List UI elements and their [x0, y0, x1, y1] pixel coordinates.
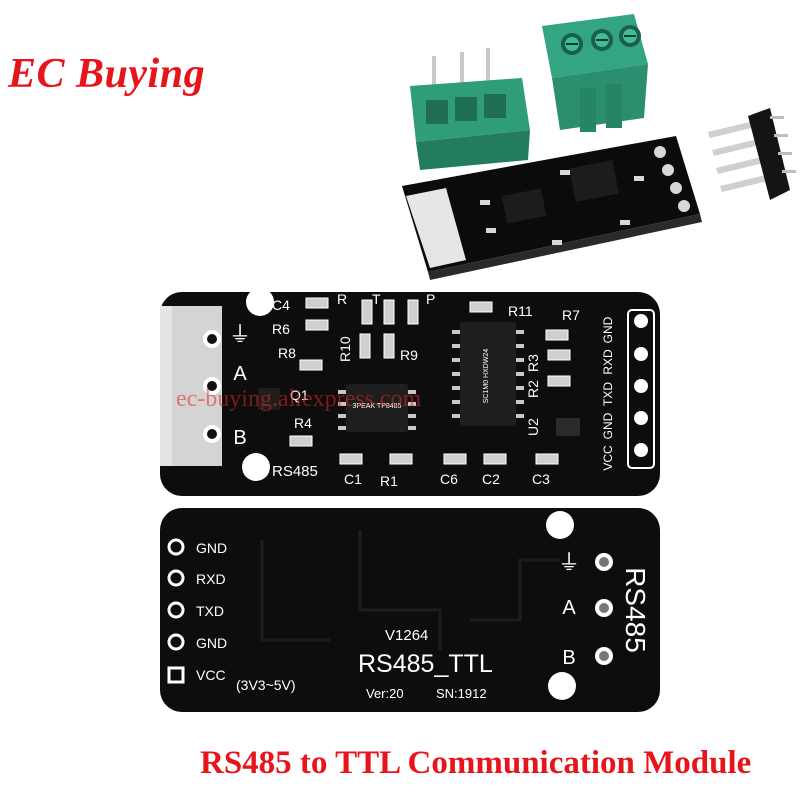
label-r6: R6: [272, 321, 290, 337]
label-c3: C3: [532, 471, 550, 487]
chip-u1: [346, 384, 408, 432]
back-pin-vcc: VCC: [196, 667, 226, 683]
front-label-b: B: [233, 427, 246, 449]
chip-u2: [460, 322, 516, 426]
label-r3: R3: [525, 354, 541, 372]
label-c1: C1: [344, 471, 362, 487]
small-pcb-photo: [402, 136, 702, 280]
label-p: P: [426, 291, 435, 307]
brand-logo: EC Buying: [8, 51, 206, 97]
label-r11: R11: [508, 303, 533, 319]
back-ground-symbol: ⏚: [558, 550, 580, 575]
pin-header: [708, 108, 796, 200]
back-label-a: A: [562, 597, 576, 619]
back-pin-txd: TXD: [196, 603, 224, 619]
watermark: ec-buying.aliexpress.com: [176, 386, 422, 412]
terminal-block-female: [542, 14, 648, 132]
ic-small: [556, 418, 580, 436]
terminal-block-male: [410, 48, 530, 170]
back-side-title: RS485: [620, 567, 651, 653]
front-pin-rxd: RXD: [601, 349, 615, 375]
label-c2: C2: [482, 471, 500, 487]
back-pin-gnd-1: GND: [196, 540, 227, 556]
label-r2: R2: [525, 380, 541, 398]
front-board: 3PEAK TP8485 SC1M0 HXDW24 ⏚ A: [160, 288, 660, 496]
front-label-a: A: [233, 363, 247, 385]
label-r4: R4: [294, 415, 312, 431]
back-board: GND RXD TXD GND VCC (3V3~5V) V1264 RS485…: [160, 508, 660, 712]
front-pin-vcc: VCC: [601, 445, 615, 471]
label-t: T: [372, 291, 381, 307]
chip-u1-marking: 3PEAK TP8485: [353, 403, 402, 410]
label-r8: R8: [278, 345, 296, 361]
back-version: Ver:20: [366, 686, 404, 701]
label-r7: R7: [562, 307, 580, 323]
back-voltage: (3V3~5V): [236, 677, 296, 693]
caption: RS485 to TTL Communication Module: [200, 745, 752, 781]
chip-u2-marking: SC1M0 HXDW24: [483, 349, 490, 404]
front-pin-txd: TXD: [601, 382, 615, 406]
back-model: V1264: [385, 627, 428, 644]
front-board-title: RS485: [272, 463, 318, 480]
label-r: R: [337, 291, 347, 307]
back-name: RS485_TTL: [358, 650, 493, 678]
label-r1: R1: [380, 473, 398, 489]
back-pin-rxd: RXD: [196, 571, 226, 587]
label-r10: R10: [337, 336, 353, 362]
transistor-q1: [258, 388, 280, 410]
label-q1: Q1: [290, 387, 309, 403]
label-c4: C4: [272, 297, 290, 313]
back-serial: SN:1912: [436, 686, 487, 701]
back-label-b: B: [562, 647, 575, 669]
back-pin-gnd-2: GND: [196, 635, 227, 651]
front-ground-symbol: ⏚: [229, 322, 251, 347]
label-r9: R9: [400, 347, 418, 363]
front-pin-gnd-2: GND: [601, 412, 615, 439]
label-u2: U2: [525, 418, 541, 436]
label-c6: C6: [440, 471, 458, 487]
front-pin-gnd-1: GND: [601, 316, 615, 343]
